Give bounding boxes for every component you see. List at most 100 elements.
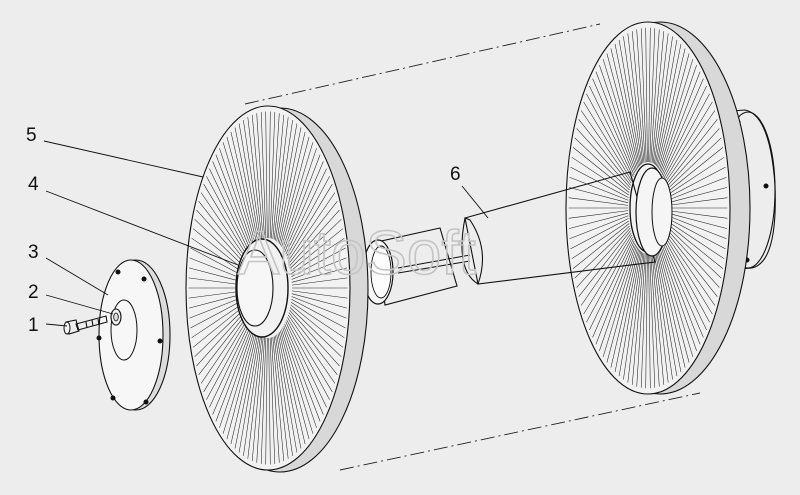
- disc-spoke: [618, 39, 641, 166]
- disc-spoke: [667, 215, 727, 240]
- disc-spoke: [655, 250, 678, 377]
- disc-spoke: [291, 267, 348, 283]
- disc-spoke: [291, 299, 346, 329]
- disc-spoke: [602, 59, 637, 171]
- disc-spoke: [661, 240, 704, 338]
- disc-spoke: [610, 248, 639, 368]
- disc-spoke: [618, 250, 641, 377]
- disc-spoke: [606, 53, 638, 169]
- callout-5: 5: [26, 125, 37, 146]
- disc-spoke: [656, 43, 682, 167]
- disc-spoke: [219, 148, 254, 249]
- disc-spoke: [665, 228, 720, 288]
- disc-spoke: [667, 166, 726, 198]
- disc-spoke: [649, 253, 656, 388]
- disc-spoke: [289, 209, 340, 267]
- disc-spoke: [291, 247, 346, 277]
- disc-spoke: [666, 137, 722, 191]
- disc-spoke: [651, 31, 665, 163]
- disc-spoke: [651, 253, 665, 385]
- disc-spoke: [606, 247, 638, 363]
- disc-spoke: [653, 36, 673, 165]
- disc-spoke: [287, 184, 333, 259]
- disc-spoke: [189, 257, 245, 280]
- disc-spoke: [658, 53, 690, 169]
- washer: [110, 308, 122, 326]
- shaft-end: [461, 217, 483, 285]
- disc-spoke: [657, 48, 686, 168]
- disc-spoke: [631, 31, 645, 163]
- disc-spoke: [196, 209, 247, 267]
- disc-spoke: [247, 336, 263, 459]
- disc-spoke: [580, 110, 632, 184]
- disc-spoke: [290, 301, 345, 338]
- disc-spoke: [636, 29, 646, 163]
- disc-spoke: [278, 131, 306, 244]
- disc-spoke: [568, 187, 629, 204]
- disc-spoke: [657, 248, 686, 368]
- disc-spoke: [284, 161, 324, 253]
- disc-spoke: [290, 228, 344, 272]
- disc-spoke: [275, 335, 293, 456]
- disc-spoke: [568, 212, 629, 229]
- sleeve: [362, 227, 458, 306]
- disc-spoke: [203, 317, 249, 392]
- disc-spoke: [627, 252, 644, 383]
- disc-spoke: [648, 27, 651, 163]
- disc-spoke: [291, 277, 348, 286]
- disc-spoke: [660, 71, 701, 174]
- disc-spoke: [589, 238, 634, 331]
- disc-spoke: [271, 113, 280, 239]
- disc-spoke: [265, 337, 268, 465]
- disc-spoke: [276, 334, 298, 453]
- disc-spoke: [645, 253, 648, 389]
- disc-spoke: [226, 330, 256, 440]
- disc-spoke: [571, 220, 629, 260]
- disc-spoke: [268, 111, 271, 239]
- flange: [96, 259, 171, 411]
- disc-spoke: [652, 33, 669, 164]
- disc-spoke: [275, 120, 293, 241]
- disc-spoke: [659, 244, 697, 351]
- disc-spoke: [191, 301, 246, 338]
- disc-spoke: [287, 317, 333, 392]
- disc-spoke: [286, 176, 330, 257]
- disc-spoke: [666, 147, 724, 193]
- disc-spoke: [283, 154, 321, 251]
- disc-spoke: [666, 223, 724, 269]
- disc-spoke: [658, 247, 690, 363]
- disc-spoke: [190, 247, 245, 277]
- disc-spoke: [623, 251, 643, 380]
- disc-spoke: [667, 197, 728, 206]
- disc-spoke: [595, 71, 636, 174]
- disc-spoke: [206, 319, 250, 400]
- disc-spoke: [576, 228, 631, 288]
- shaft: [397, 167, 673, 285]
- shaft-keyway: [397, 254, 471, 274]
- disc-spoke: [190, 299, 245, 329]
- disc-spoke: [291, 290, 348, 299]
- disc-spoke: [586, 93, 633, 180]
- disc-spoke: [269, 112, 276, 239]
- leader-lines: [43, 140, 489, 327]
- disc-spoke: [667, 210, 728, 219]
- callout-2: 2: [28, 282, 39, 303]
- disc-spoke: [576, 128, 631, 188]
- disc-spoke: [209, 321, 251, 408]
- disc-spoke: [290, 238, 345, 275]
- disc-spoke: [659, 65, 697, 172]
- disc-spoke: [665, 128, 720, 188]
- disc-spoke: [663, 234, 713, 315]
- disc-spoke: [251, 114, 264, 240]
- disc-spoke: [568, 197, 629, 206]
- callout-3: 3: [28, 242, 39, 263]
- disc-spoke: [656, 249, 682, 373]
- disc-spoke: [260, 112, 267, 239]
- disc-spoke: [569, 215, 629, 240]
- disc-spoke: [663, 93, 710, 180]
- leader-line-4: [45, 190, 239, 266]
- disc-spoke: [589, 85, 634, 178]
- leader-line-5: [43, 140, 204, 178]
